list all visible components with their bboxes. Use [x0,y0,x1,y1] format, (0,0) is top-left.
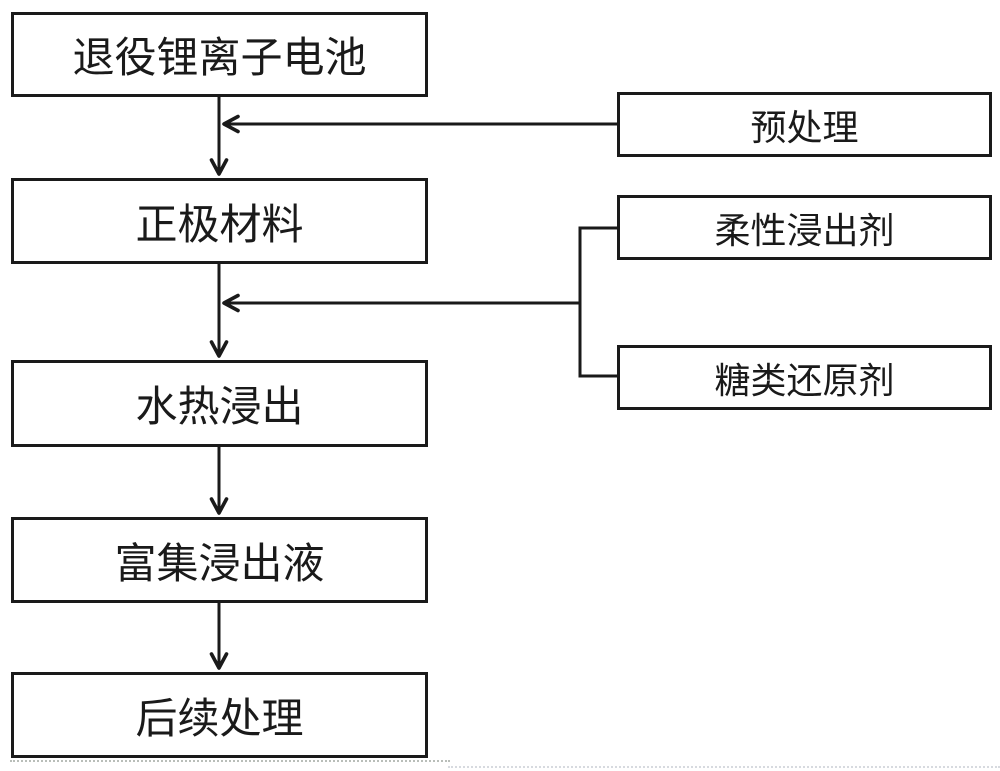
node-retired-battery-label: 退役锂离子电池 [72,34,367,81]
node-pretreatment-label: 预处理 [750,106,859,148]
node-flexible-leachant: 柔性浸出剂 [617,195,992,260]
node-enriched-leachate: 富集浸出液 [11,517,428,603]
node-retired-battery: 退役锂离子电池 [11,12,428,97]
node-sugar-reductant: 糖类还原剂 [617,345,992,410]
node-hydrothermal-leaching-label: 水热浸出 [135,383,304,430]
node-cathode-material-label: 正极材料 [135,200,304,248]
node-pretreatment: 预处理 [617,92,992,157]
node-subsequent-treatment-label: 后续处理 [135,694,304,742]
node-enriched-leachate-label: 富集浸出液 [114,539,325,587]
node-sugar-reductant-label: 糖类还原剂 [714,359,895,401]
scan-artifact-line [10,760,450,762]
node-subsequent-treatment: 后续处理 [11,672,428,758]
bracket-reagents [578,226,617,378]
node-cathode-material: 正极材料 [11,178,428,264]
scan-artifact-line [448,766,1000,768]
node-flexible-leachant-label: 柔性浸出剂 [714,209,895,251]
node-hydrothermal-leaching: 水热浸出 [11,360,428,447]
